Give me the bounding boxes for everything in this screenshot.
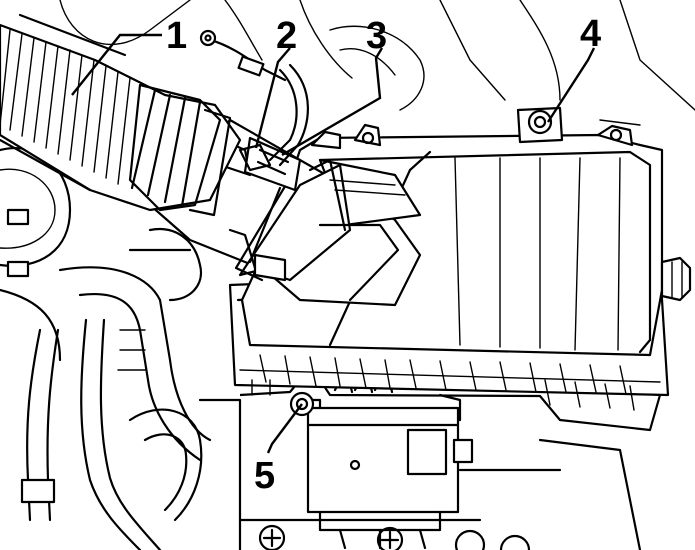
wire-harness xyxy=(199,29,309,172)
leader-1 xyxy=(71,33,162,96)
callout-1: 1 xyxy=(166,15,187,57)
callout-3: 3 xyxy=(366,15,387,57)
leader-2 xyxy=(254,47,291,149)
corrugated-hose xyxy=(0,13,242,217)
leader-5 xyxy=(266,403,303,454)
callout-2: 2 xyxy=(276,15,297,57)
callout-labels: 1 2 3 4 5 xyxy=(166,13,601,497)
callout-5: 5 xyxy=(254,455,275,497)
leader-4 xyxy=(546,47,596,123)
leader-3 xyxy=(281,47,384,157)
leader-lines xyxy=(71,33,596,454)
callout-4: 4 xyxy=(580,13,601,55)
